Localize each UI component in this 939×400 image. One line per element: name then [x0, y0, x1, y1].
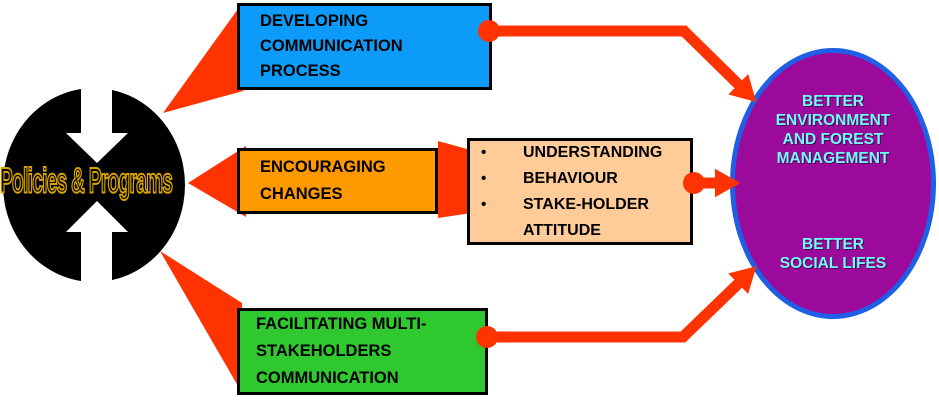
developing-communication-label: DEVELOPING COMMUNICATION PROCESS	[260, 12, 403, 80]
outcome-understanding: UNDERSTANDING	[523, 143, 663, 161]
outcome-behaviour: BEHAVIOUR	[523, 169, 618, 187]
outcomes-box: • UNDERSTANDING • BEHAVIOUR • STAKE-HOLD…	[467, 138, 693, 245]
bullet-icon: •	[481, 195, 487, 213]
developing-communication-box: DEVELOPING COMMUNICATION PROCESS	[237, 3, 492, 90]
list-item: • BEHAVIOUR	[470, 166, 690, 192]
policies-programs-label: Policies & Programs	[0, 160, 173, 201]
wedge-circle-to-facilitating	[160, 251, 242, 393]
down-arrow-icon	[66, 84, 128, 163]
encouraging-changes-box: ENCOURAGING CHANGES	[237, 148, 438, 214]
outcome-stakeholder-attitude: STAKE-HOLDER ATTITUDE	[523, 195, 649, 239]
goal-environment-label: BETTER ENVIRONMENT AND FOREST MANAGEMENT	[775, 93, 891, 167]
goal-social-label: BETTER SOCIAL LIFES	[779, 236, 887, 272]
encouraging-changes-label: ENCOURAGING CHANGES	[260, 158, 386, 203]
list-item: • STAKE-HOLDER ATTITUDE	[470, 192, 690, 244]
list-item: • UNDERSTANDING	[470, 140, 690, 166]
policies-circle	[3, 88, 185, 282]
bullet-icon: •	[481, 143, 487, 161]
wedge-circle-to-encouraging	[188, 146, 246, 217]
facilitating-communication-box: FACILITATING MULTI- STAKEHOLDERS COMMUNI…	[237, 308, 488, 395]
facilitating-communication-label: FACILITATING MULTI- STAKEHOLDERS COMMUNI…	[256, 315, 427, 387]
wedge-circle-to-developing	[163, 2, 243, 113]
bullet-icon: •	[481, 169, 487, 187]
goal-ellipse: BETTER ENVIRONMENT AND FOREST MANAGEMENT…	[730, 48, 936, 319]
up-arrow-icon	[66, 201, 128, 291]
